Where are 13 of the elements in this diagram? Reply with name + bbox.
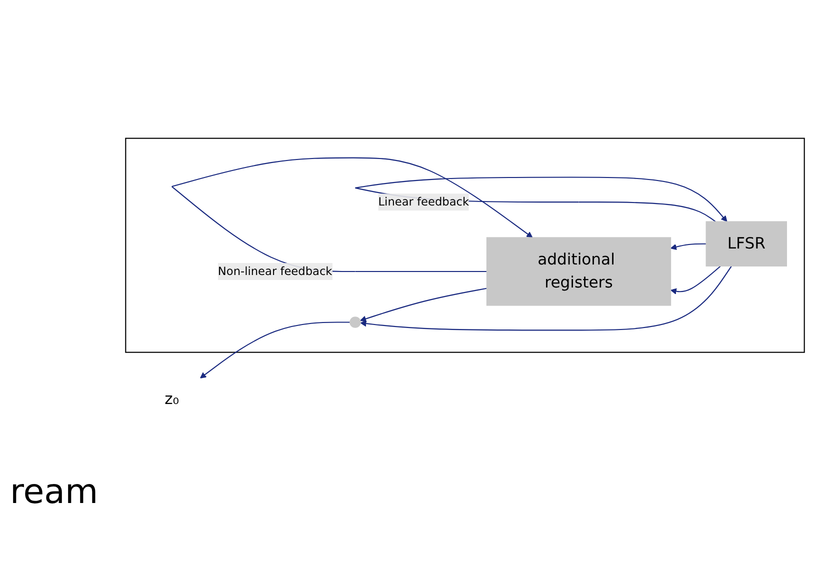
edge-label: Linear feedback — [378, 195, 470, 208]
arrow — [360, 266, 732, 331]
arrow — [670, 243, 706, 250]
node-box: additional registers — [486, 237, 672, 306]
arrow — [670, 266, 721, 294]
arrow — [360, 288, 487, 322]
node-text: z₀ — [164, 390, 180, 408]
node-circle — [350, 316, 361, 328]
cluster — [125, 138, 805, 353]
arrow — [200, 322, 350, 378]
edge-label: Non-linear feedback — [218, 264, 332, 278]
note-text: ream — [10, 472, 98, 512]
node-box: LFSR — [706, 221, 787, 266]
